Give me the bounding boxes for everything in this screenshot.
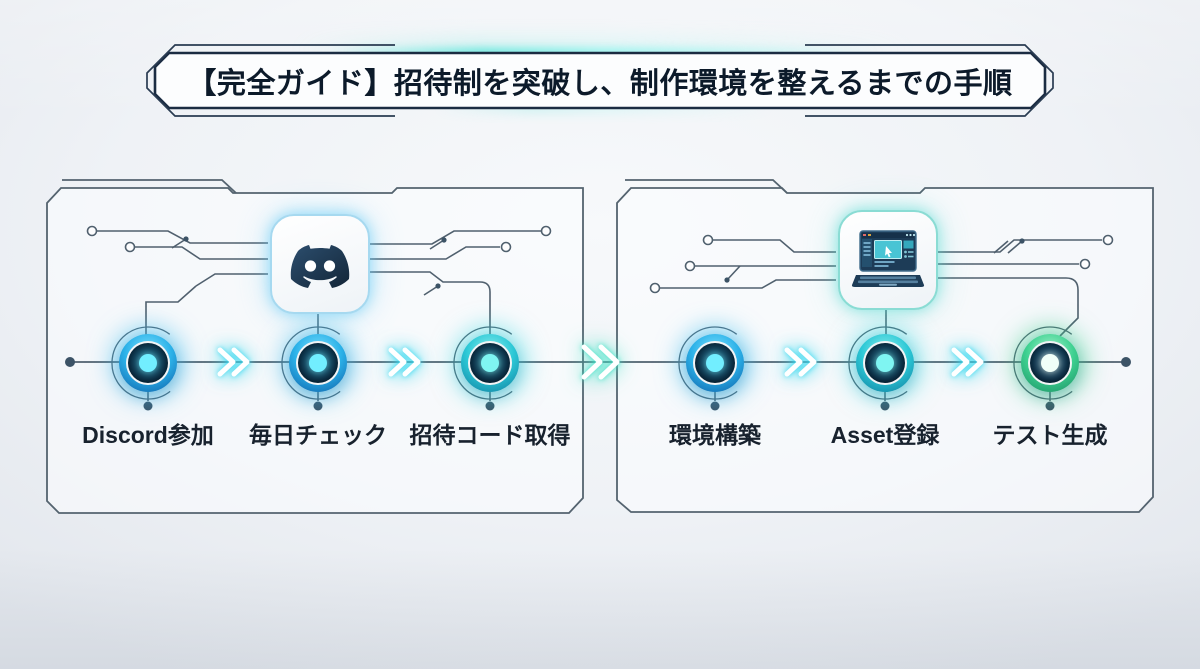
banner-left-bracket	[146, 44, 395, 117]
endpoint-dots	[65, 236, 1131, 411]
chevron-right-icon	[388, 347, 421, 377]
node-arcs	[111, 326, 1087, 400]
chevron-right-icon	[951, 347, 984, 377]
chevron-right-icon	[217, 347, 250, 377]
banner-frame	[146, 44, 1054, 117]
circuit-traces	[96, 230, 1102, 337]
flow-node-daily-check	[289, 334, 347, 392]
discord-icon	[290, 245, 350, 288]
step-label: 環境構築	[669, 422, 761, 448]
discord-icon-card	[270, 214, 370, 314]
label-stubs	[147, 392, 1051, 401]
step-label: Asset登録	[830, 422, 940, 448]
flow-node-invite-code	[461, 334, 519, 392]
flow-node-env-setup	[686, 334, 744, 392]
chevron-right-icon	[581, 344, 620, 380]
page-title: 【完全ガイド】招待制を突破し、制作環境を整えるまでの手順	[187, 67, 1013, 100]
chevron-right-icon	[784, 347, 817, 377]
panel-accent-lines	[62, 179, 788, 194]
step-label: Discord参加	[82, 422, 214, 448]
flow-node-test-generate	[1021, 334, 1079, 392]
step-label: テスト生成	[992, 422, 1108, 448]
title-banner: 【完全ガイド】招待制を突破し、制作環境を整えるまでの手順	[145, 40, 1055, 120]
flow-node-discord-join	[119, 334, 177, 392]
step-label: 招待コード取得	[409, 422, 571, 448]
laptop-icon-card	[838, 210, 938, 310]
terminal-circles	[86, 225, 1114, 294]
banner-right-bracket	[805, 44, 1054, 117]
flow-node-asset-register	[856, 334, 914, 392]
step-label: 毎日チェック	[249, 422, 387, 448]
laptop-icon	[851, 230, 925, 287]
